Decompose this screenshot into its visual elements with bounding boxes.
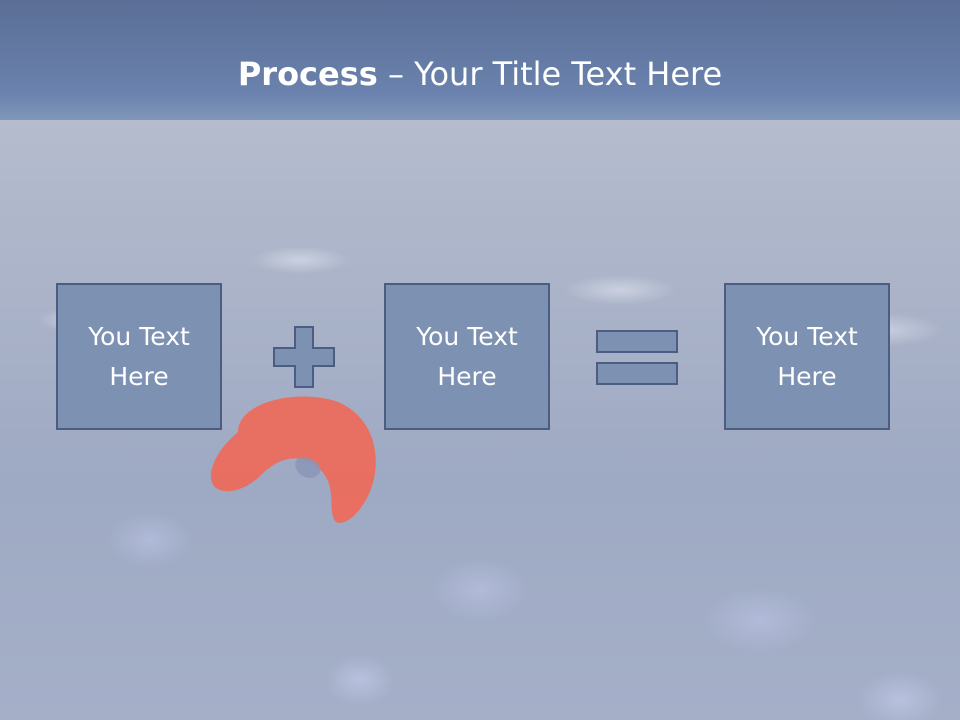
title-rest: – Your Title Text Here: [377, 55, 723, 93]
title-bold: Process: [237, 55, 378, 93]
box-3-line-1: You Text: [756, 321, 858, 351]
poppy-flower-image: [210, 396, 376, 523]
equals-icon: [596, 330, 678, 385]
process-box-3[interactable]: You Text Here: [724, 283, 890, 430]
box-1-line-2: Here: [109, 361, 169, 391]
process-box-2[interactable]: You Text Here: [384, 283, 550, 430]
box-3-line-2: Here: [777, 361, 837, 391]
box-2-line-1: You Text: [416, 321, 518, 351]
box-1-line-1: You Text: [88, 321, 190, 351]
plus-icon: [273, 326, 335, 388]
slide-title: Process – Your Title Text Here: [0, 50, 960, 98]
process-box-1[interactable]: You Text Here: [56, 283, 222, 430]
box-2-line-2: Here: [437, 361, 497, 391]
